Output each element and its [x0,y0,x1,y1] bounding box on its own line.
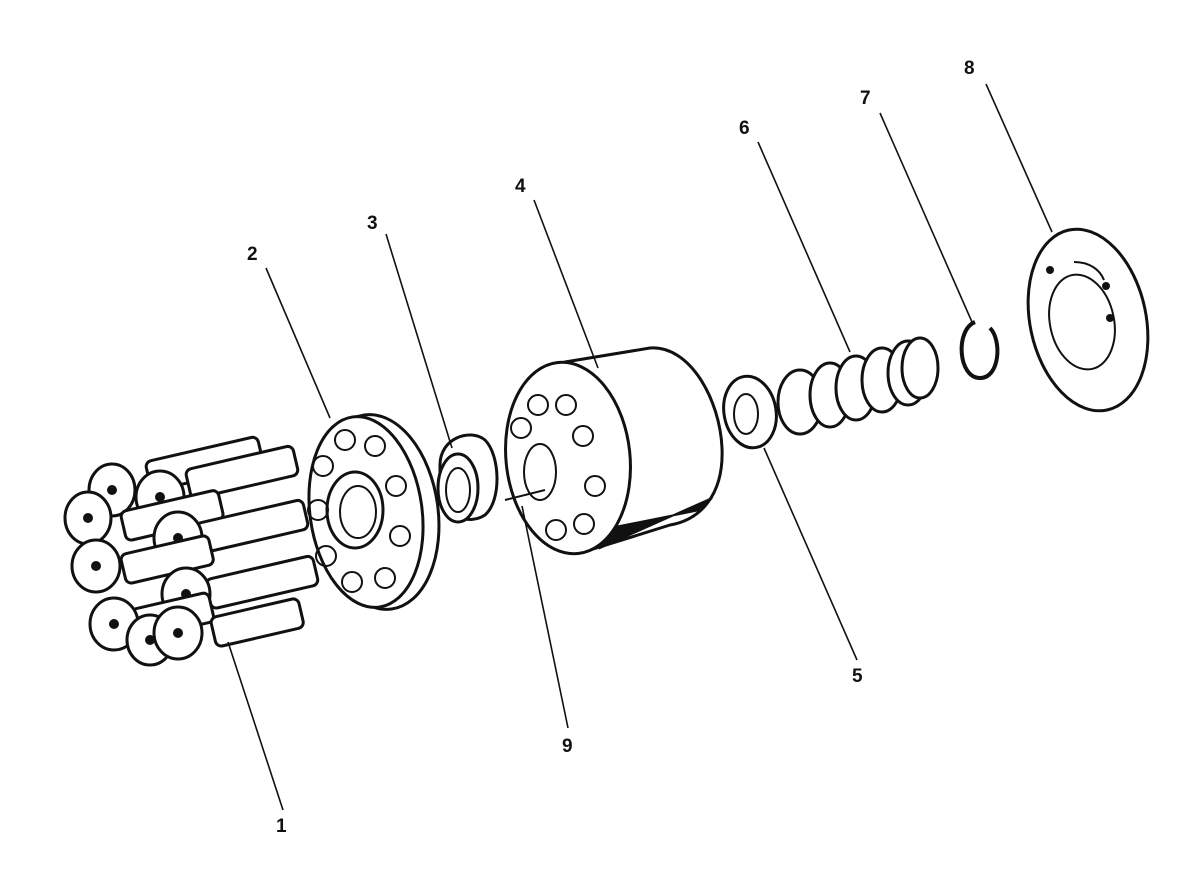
label-8: 8 [964,58,975,79]
piston [70,534,215,594]
part-2-retainer-plate [307,413,441,611]
part-7-circlip [959,320,1000,381]
leader-9 [521,505,569,729]
leader-lines [227,83,1053,811]
leader-4 [533,199,599,369]
piston [152,605,204,661]
label-1: 1 [276,816,287,837]
leader-3 [385,233,453,449]
part-1-pistons [63,435,320,667]
leader-5 [763,447,858,661]
leader-1 [227,641,284,811]
label-3: 3 [367,213,378,234]
label-6: 6 [739,118,750,139]
label-4: 4 [515,176,526,197]
label-9: 9 [562,736,573,757]
leader-7 [879,112,973,323]
part-labels: 1 2 3 4 5 6 7 8 9 [247,58,975,837]
leader-2 [265,267,331,419]
label-2: 2 [247,244,258,265]
leader-6 [757,141,851,353]
part-6-spring [776,336,940,436]
part-8-valve-plate [1026,227,1150,413]
piston [125,597,305,667]
label-7: 7 [860,88,871,109]
label-5: 5 [852,666,863,687]
part-5-washer [722,374,778,450]
part-9-pin [504,489,546,501]
part-4-cylinder-block [504,346,724,556]
part-3-ball-guide [436,433,499,524]
leader-8 [985,83,1053,233]
